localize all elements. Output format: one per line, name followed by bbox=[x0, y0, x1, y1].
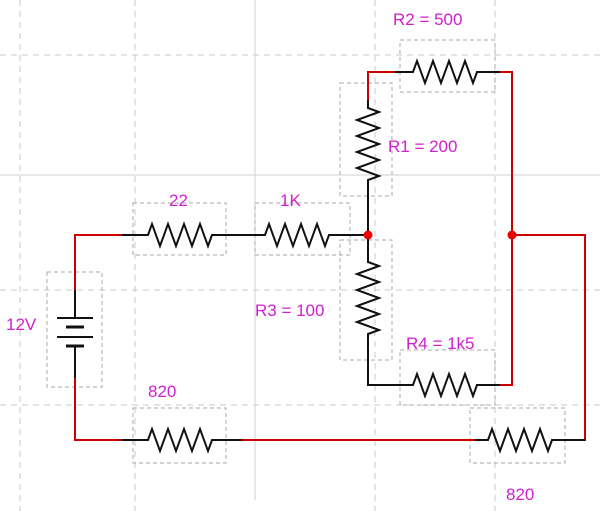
label-battery: 12V bbox=[6, 315, 37, 334]
resistor-22 bbox=[122, 221, 250, 249]
battery-12v bbox=[57, 290, 93, 378]
label-r2: R2 = 500 bbox=[393, 10, 462, 29]
label-r22: 22 bbox=[169, 191, 188, 210]
junction-node-left bbox=[363, 230, 373, 240]
red-wires bbox=[74, 71, 586, 441]
junction-nodes bbox=[363, 230, 517, 240]
resistor-r2 bbox=[395, 58, 500, 86]
label-820-left: 820 bbox=[148, 382, 176, 401]
junction-node-right bbox=[507, 230, 517, 240]
black-wires bbox=[57, 58, 585, 454]
resistor-r3 bbox=[354, 235, 395, 386]
resistor-1k bbox=[250, 221, 368, 249]
guide-lines bbox=[0, 0, 600, 500]
component-boxes bbox=[46, 39, 566, 464]
resistor-820-left bbox=[122, 426, 242, 454]
label-r1k: 1K bbox=[280, 191, 301, 210]
label-r1: R1 = 200 bbox=[388, 137, 457, 156]
label-r4: R4 = 1k5 bbox=[406, 334, 475, 353]
resistor-r4 bbox=[395, 371, 500, 399]
resistor-r1 bbox=[354, 100, 382, 235]
label-820-right: 820 bbox=[506, 485, 534, 504]
label-r3: R3 = 100 bbox=[255, 301, 324, 320]
resistor-820-right bbox=[475, 426, 585, 454]
